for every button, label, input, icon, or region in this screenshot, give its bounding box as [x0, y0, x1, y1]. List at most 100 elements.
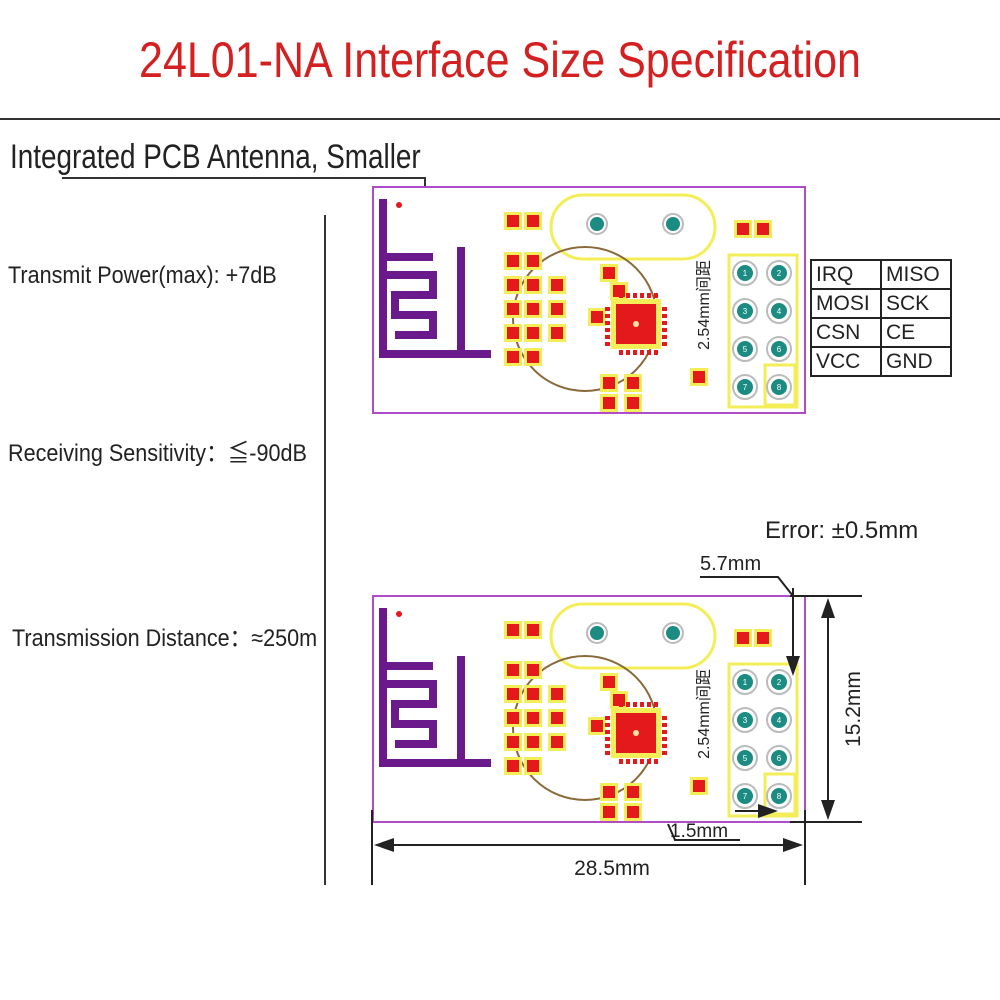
chip-lead — [662, 307, 667, 311]
smd-pad — [551, 327, 563, 339]
chip-lead — [662, 342, 667, 346]
pin-number: 4 — [777, 307, 782, 316]
smd-pad — [627, 786, 639, 798]
header-pin — [771, 265, 787, 281]
pin1-marker — [763, 772, 797, 816]
transmit-power-label: Transmit Power(max): +7dB — [8, 262, 277, 289]
sensitivity-label: Receiving Sensitivity：≦-90dB — [8, 440, 307, 467]
pin-number: 2 — [777, 678, 782, 687]
chip-lead — [605, 730, 610, 734]
pin-label: VCC — [810, 346, 882, 377]
smd-pad — [591, 720, 603, 732]
smd-pad — [603, 676, 615, 688]
chip-center — [633, 321, 639, 327]
chip-lead — [640, 350, 644, 355]
chip-lead — [662, 335, 667, 339]
smd-pad — [527, 303, 539, 315]
pinout-row: MOSI SCK — [810, 288, 952, 319]
smd-pad — [737, 223, 749, 235]
chip-lead — [619, 702, 623, 707]
pin-number: 2 — [777, 269, 782, 278]
pinout-row: VCC GND — [810, 346, 952, 377]
chip-lead — [605, 307, 610, 311]
crystal-pin — [590, 626, 604, 640]
pin-edge-offset-label: 1.5mm — [670, 821, 728, 842]
pin-label: CSN — [810, 317, 882, 348]
chip-lead — [662, 321, 667, 325]
smd-pad — [527, 351, 539, 363]
smd-pad — [757, 223, 769, 235]
chip-lead — [619, 350, 623, 355]
chip-lead — [662, 328, 667, 332]
chip-lead — [605, 744, 610, 748]
smd-pad — [603, 267, 615, 279]
header-pin — [737, 303, 753, 319]
pin-number: 3 — [743, 716, 748, 725]
pin-number: 4 — [777, 716, 782, 725]
antenna-trace — [379, 199, 491, 358]
header-pin — [737, 341, 753, 357]
chip-lead — [626, 350, 630, 355]
pin-number: 6 — [777, 754, 782, 763]
smd-pad — [551, 736, 563, 748]
pin-number: 7 — [743, 383, 748, 392]
crystal-outline — [549, 602, 717, 670]
header-offset-label: 5.7mm — [700, 553, 761, 575]
header-pin — [771, 341, 787, 357]
page-title: 24L01-NA Interface Size Specification — [139, 32, 861, 88]
smd-pad — [527, 624, 539, 636]
crystal-pin — [666, 217, 680, 231]
header-pin — [771, 303, 787, 319]
smd-pad — [603, 786, 615, 798]
width-label: 28.5mm — [574, 857, 650, 880]
chip-lead — [605, 716, 610, 720]
pin-label: SCK — [880, 288, 952, 319]
header-pin — [771, 712, 787, 728]
header-pin — [771, 788, 787, 804]
pin-number: 1 — [743, 678, 748, 687]
smd-pad — [627, 397, 639, 409]
pin-number: 1 — [743, 269, 748, 278]
error-label: Error: ±0.5mm — [765, 517, 918, 544]
pin-label: CE — [880, 317, 952, 348]
smd-pad — [603, 377, 615, 389]
header-pin — [737, 788, 753, 804]
pinout-table: IRQ MISO MOSI SCK CSN CE VCC GND — [810, 259, 952, 377]
smd-pad — [507, 215, 519, 227]
pin-number: 5 — [743, 754, 748, 763]
chip-lead — [640, 759, 644, 764]
chip-lead — [619, 759, 623, 764]
chip-lead — [605, 321, 610, 325]
chip-lead — [633, 293, 637, 298]
pitch-label: 2.54mm间距 — [695, 260, 713, 350]
chip-lead — [605, 751, 610, 755]
chip-lead — [654, 350, 658, 355]
chip-lead — [647, 702, 651, 707]
chip-lead — [605, 342, 610, 346]
smd-pad — [527, 712, 539, 724]
smd-pad — [527, 736, 539, 748]
smd-pad — [737, 632, 749, 644]
smd-pad — [507, 688, 519, 700]
header-pin — [771, 750, 787, 766]
chip-lead — [605, 328, 610, 332]
antenna-leader-line — [62, 177, 426, 250]
pin1-marker — [763, 363, 797, 407]
smd-pad — [527, 688, 539, 700]
pin-number: 8 — [777, 383, 782, 392]
chip-lead — [640, 702, 644, 707]
via-dot — [396, 202, 402, 208]
smd-pad — [507, 712, 519, 724]
smd-pad — [507, 664, 519, 676]
smd-pad — [603, 397, 615, 409]
chip-lead — [605, 737, 610, 741]
smd-pad — [507, 279, 519, 291]
header-pin — [737, 750, 753, 766]
smd-pad — [627, 377, 639, 389]
antenna-trace — [379, 608, 491, 767]
smd-pad — [507, 736, 519, 748]
smd-pad — [591, 311, 603, 323]
smd-pad — [551, 712, 563, 724]
